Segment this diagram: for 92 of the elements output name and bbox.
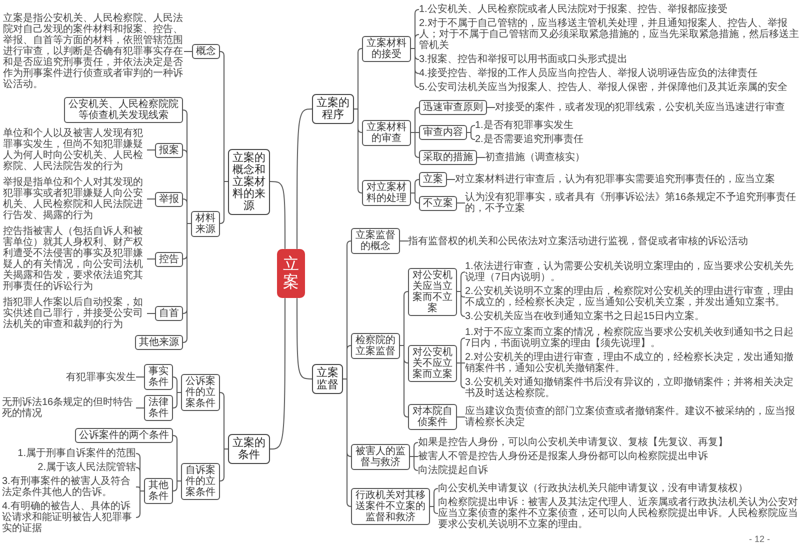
main-topic-box: 立案的程序 — [312, 94, 354, 124]
subtopic-box: 检察院的立案监督 — [351, 332, 400, 358]
note-text: 3.有刑事案件的被害人及符合法定条件其他人的告诉。 — [2, 476, 136, 498]
note-text: 向法院提起自诉 — [418, 465, 488, 476]
note-text: 初查措施（调查核实） — [485, 152, 585, 163]
subtopic-box: 行政机关对其移送案件不立案的监督和救济 — [351, 488, 430, 525]
subtopic-box: 公诉案件的立案条件 — [181, 374, 220, 411]
note-text: 1.公安机关、人民检察院或者人民法院对于报案、控告、举报都应接受 — [419, 4, 728, 15]
note-text: 2.公安机关说明不立案的理由后，检察院对公安机关的理由进行审查，理由不成立的，经检察长决定，应当通知公安机关立案，并发出通知立案书。 — [465, 286, 798, 308]
branch-line — [476, 157, 486, 158]
main-topic-box: 立案监督 — [312, 364, 343, 394]
branch-line — [456, 291, 466, 317]
subtopic-box: 自诉案件的立案条件 — [181, 462, 220, 500]
subtopic-box: 对公安机关应当立案而不立案 — [408, 268, 457, 316]
branch-line — [446, 179, 456, 180]
note-text: 1.是否有犯罪事实发生 — [475, 120, 574, 131]
branch-line — [184, 51, 192, 52]
note-text: 控告指被害人（包括自诉人和被害单位）就其人身权利、财产权利遭受不法侵害的事实及犯罪嫌疑人的有关情况，向公安司法机关揭露和告发，要求依法追究其刑事责任的诉讼行为 — [3, 226, 147, 292]
note-text: 被害人不管是控告人身份还是报案人身份都可以向检察院提出申诉 — [418, 451, 708, 462]
note-text: 对立案材料进行审查后，认为有犯罪事实需要追究刑事责任的，应当立案 — [455, 174, 775, 185]
branch-line — [296, 108, 312, 250]
note-text: 2.对于不属于自己管辖的，应当移送主管机关处理，并且通知报案人、控告人、举报人；对于不属于自己管辖而又必须采取紧急措施的，应当先采取紧急措施，然后移送主管机关 — [419, 18, 799, 51]
main-topic-box: 立案的条件 — [228, 434, 270, 464]
subtopic-box: 概念 — [192, 44, 220, 59]
branch-line — [400, 240, 408, 242]
note-text: 1.属于刑事自诉案件的范围 — [18, 448, 136, 459]
branch-line — [410, 132, 420, 158]
note-text: 2.是否需要追究刑事责任 — [475, 134, 584, 145]
branch-line — [270, 298, 286, 450]
subtopic-box: 报案 — [155, 142, 183, 158]
note-text: 5.公安司法机关应当为报案人、控告人、举报人保密，并保障他们及其近亲属的安全 — [419, 82, 788, 93]
subtopic-box: 对公安机关不应立案而立案 — [408, 344, 457, 382]
branch-line — [456, 202, 466, 204]
subtopic-box: 其他来源 — [135, 335, 183, 350]
subtopic-box: 不立案 — [419, 196, 457, 210]
branch-line — [136, 376, 144, 378]
subtopic-box: 立案监督的概念 — [351, 228, 400, 254]
central-topic-box: 立案 — [277, 248, 305, 298]
branch-line — [400, 345, 408, 418]
main-topic-box: 立案的概念和立案材料的来源 — [228, 148, 270, 214]
subtopic-box: 对本院自侦案件 — [408, 404, 457, 430]
subtopic-box: 立案材料的审查 — [362, 120, 411, 146]
branch-line — [296, 298, 312, 380]
subtopic-box: 立案材料的接受 — [362, 36, 411, 62]
note-text: 认为没有犯罪事实，或者具有《刑事诉讼法》第16条规定不予追究刑事责任的，不予立案 — [465, 192, 798, 214]
branch-line — [466, 132, 476, 140]
subtopic-box: 自首 — [155, 306, 183, 321]
branch-line — [146, 313, 156, 314]
subtopic-box: 其他条件 — [144, 478, 173, 504]
branch-line — [486, 107, 496, 108]
branch-line — [270, 181, 286, 250]
subtopic-box: 迅速审查原则 — [419, 100, 487, 115]
note-text: 2.属于该人民法院管辖 — [38, 462, 136, 473]
note-text: 应当建议负责侦查的部门立案侦查或者撤销案件。建议不被采纳的，应当报请检察长决定 — [465, 406, 798, 428]
subtopic-box: 控告 — [155, 252, 183, 266]
branch-line — [146, 198, 156, 200]
branch-line — [456, 416, 466, 418]
branch-line — [456, 362, 466, 388]
note-text: 向公安机关申请复议（行政执法机关只能申请复议，没有申请复核权） — [438, 483, 748, 494]
note-text: 2.对公安机关的理由进行审查，理由不成立的，经检察长决定，发出通知撤销案件书，通知公安机关撤销案件。 — [465, 352, 798, 374]
note-text: 立案是指公安机关、人民检察院、人民法院对自己发现的案件材料和报案、控告、举报、自首等方面的材料，依照管辖范围进行审查，以判断是否确有犯罪事实存在和是否应追究刑事责任，并依法决定是否作为刑事案件进行侦查或者审判的一种诉讼活动。 — [3, 13, 184, 90]
subtopic-box: 材料来源 — [191, 210, 220, 236]
subtopic-box: 法律条件 — [144, 395, 173, 421]
note-text: 有犯罪事实发生 — [66, 372, 136, 382]
note-text: 举报是指单位和个人对其发现的犯罪事实或者犯罪嫌疑人向公安机关、人民检察院和人民法院进行告发、揭露的行为 — [3, 177, 147, 221]
note-text: 如果是控告人身份，可以向公安机关申请复议、复核【先复议、再复】 — [418, 437, 728, 448]
note-text: 对接受的案件，或者发现的犯罪线索，公安机关应当迅速进行审查 — [495, 102, 785, 113]
note-text: 向检察院提出申诉：被害人及其法定代理人、近亲属或者行政执法机关认为公安对应当立案侦查的案件不立案侦查，还可以向人民检察院提出申诉。人民检察院应当要求公安机关说明不立案的理由。 — [438, 497, 798, 530]
subtopic-box: 事实条件 — [144, 364, 173, 390]
note-text: 指有监督权的机关和公民依法对立案活动进行监视，督促或者审核的诉讼活动 — [408, 236, 748, 246]
subtopic-box: 审查内容 — [419, 125, 467, 140]
note-text: 1.对于不应立案而立案的情况，检察院应当要求公安机关收到通知书之日起7日内，书面说明立案的理由【须先说理】。 — [465, 327, 798, 349]
note-text: 单位和个人以及被害人发现有犯罪事实发生，但尚不知犯罪嫌疑人为何人时向公安机关、人民检察院、人民法院告发的行为 — [3, 128, 147, 172]
note-text: 4.接受控告、举报的工作人员应当向控告人、举报人说明诬告应负的法律责任 — [419, 68, 758, 79]
subtopic-box: 公诉案件的两个条件 — [75, 428, 173, 443]
note-text: 4.有明确的被告人、具体的诉讼请求和能证明被告人犯罪事实的证据 — [2, 501, 136, 534]
branch-line — [146, 258, 156, 260]
note-text: 无刑诉法16条规定的但时特告死的情况 — [2, 397, 136, 419]
branch-line — [136, 490, 144, 518]
note-text: 3.公安机关对通知撤销案件书后没有异议的，立即撤销案件；并将相关决定书及时送达检察院。 — [465, 377, 798, 399]
subtopic-box: 对立案材料的处理 — [362, 180, 411, 206]
note-text: 3.公安机关应当在收到通知立案书之日起15日内立案。 — [465, 311, 704, 322]
subtopic-box: 采取的措施 — [419, 150, 477, 165]
note-text: 1.依法进行审查，认为需要公安机关说明立案理由的，应当要求公安机关先说理（7日内说明）。 — [465, 261, 798, 283]
note-text: 3.报案、控告和举报可以用书面或口头形式提出 — [419, 54, 628, 65]
subtopic-box: 被害人的监督与救济 — [351, 444, 410, 470]
page-number: - 12 - — [748, 534, 770, 544]
note-text: 指犯罪人作案以后自动投案，如实供述自己罪行，并接受公安司法机关的审查和裁判的行为 — [3, 297, 147, 330]
subtopic-box: 立案 — [419, 172, 447, 187]
subtopic-box: 举报 — [155, 192, 183, 206]
subtopic-box: 公安机关、人民检察院院等侦查机关发现线索 — [64, 97, 183, 123]
branch-line — [430, 506, 438, 514]
